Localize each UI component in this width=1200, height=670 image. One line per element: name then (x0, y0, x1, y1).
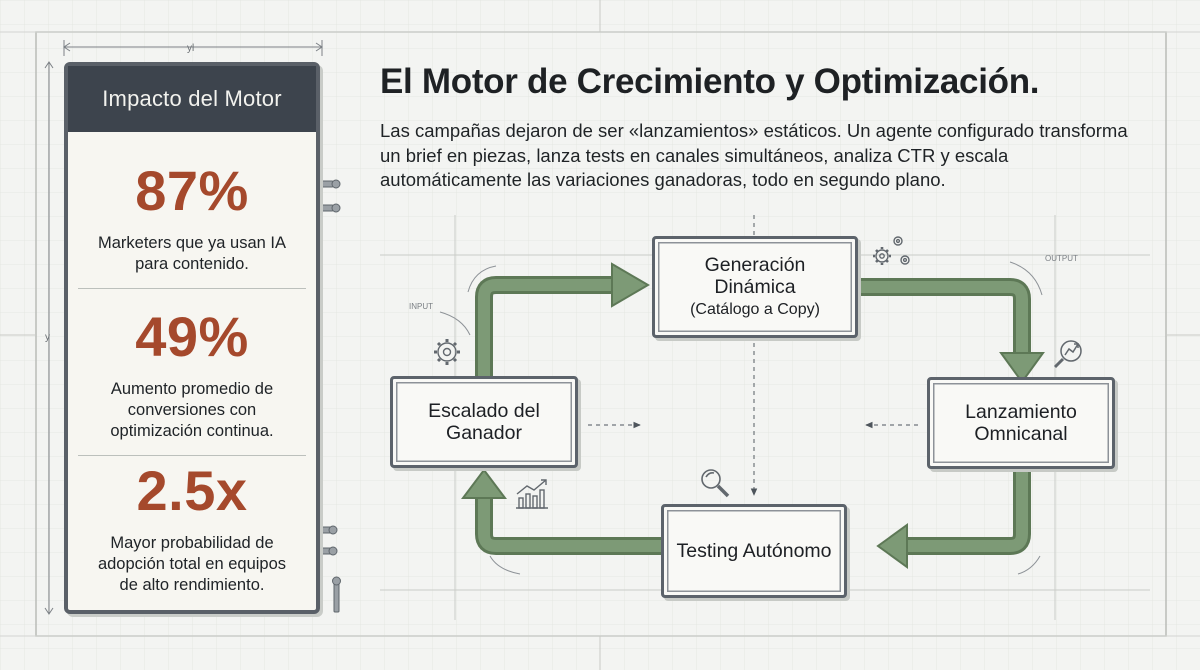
stat-description: Aumento promedio de conversiones con opt… (110, 380, 274, 440)
page-title: El Motor de Crecimiento y Optimización. (380, 62, 1040, 101)
node-title: Testing Autónomo (676, 540, 832, 562)
stat-divider (78, 455, 306, 456)
annotation-curves (439, 261, 1043, 575)
screw-icon (320, 179, 341, 613)
height-marker-label: y (45, 332, 50, 343)
trend-chart-icon (516, 479, 548, 509)
magnifier-icon (701, 469, 730, 498)
node-testing-autonomo: Testing Autónomo (661, 504, 847, 598)
stat-conversions: 49% Aumento promedio de conversiones con… (68, 309, 316, 442)
panel-header: Impacto del Motor (68, 66, 316, 132)
impact-stats-panel: Impacto del Motor 87% Marketers que ya u… (64, 62, 320, 614)
width-marker-label: yl (187, 43, 194, 54)
magnifier-chart-icon (1053, 340, 1082, 369)
node-title: Lanzamiento Omnicanal (965, 401, 1077, 445)
node-escalado-ganador: Escalado del Ganador (390, 376, 578, 468)
arrow-head-left-up (461, 468, 507, 499)
node-subtitle: (Catálogo a Copy) (690, 301, 820, 318)
page-description: Las campañas dejaron de ser «lanzamiento… (380, 120, 1128, 190)
node-title: Escalado del Ganador (428, 400, 540, 444)
output-label: OUTPUT (1045, 254, 1078, 263)
stat-value: 49% (135, 305, 249, 368)
stat-value: 87% (135, 159, 249, 222)
arrow-head-bottom-left (876, 523, 908, 569)
stat-divider (78, 288, 306, 289)
cycle-arrows (461, 262, 1045, 569)
dimension-markers (44, 40, 323, 615)
gear-icon (434, 339, 460, 365)
stat-description: Mayor probabilidad de adopción total en … (97, 534, 287, 594)
node-generacion-dinamica: Generación Dinámica (Catálogo a Copy) (652, 236, 858, 338)
stat-probability: 2.5x Mayor probabilidad de adopción tota… (68, 463, 316, 596)
stat-value: 2.5x (136, 459, 248, 522)
stat-description: Marketers que ya usan IA para contenido. (97, 234, 286, 273)
input-label: INPUT (409, 302, 433, 311)
center-crosshair (588, 215, 918, 496)
stat-adoption: 87% Marketers que ya usan IA para conten… (68, 163, 316, 275)
node-title: Generación Dinámica (704, 254, 806, 298)
arrow-head-top-right (611, 262, 650, 308)
node-lanzamiento-omnicanal: Lanzamiento Omnicanal (927, 377, 1115, 469)
gear-icon (873, 236, 910, 265)
arrow-head-right-down (999, 352, 1045, 384)
